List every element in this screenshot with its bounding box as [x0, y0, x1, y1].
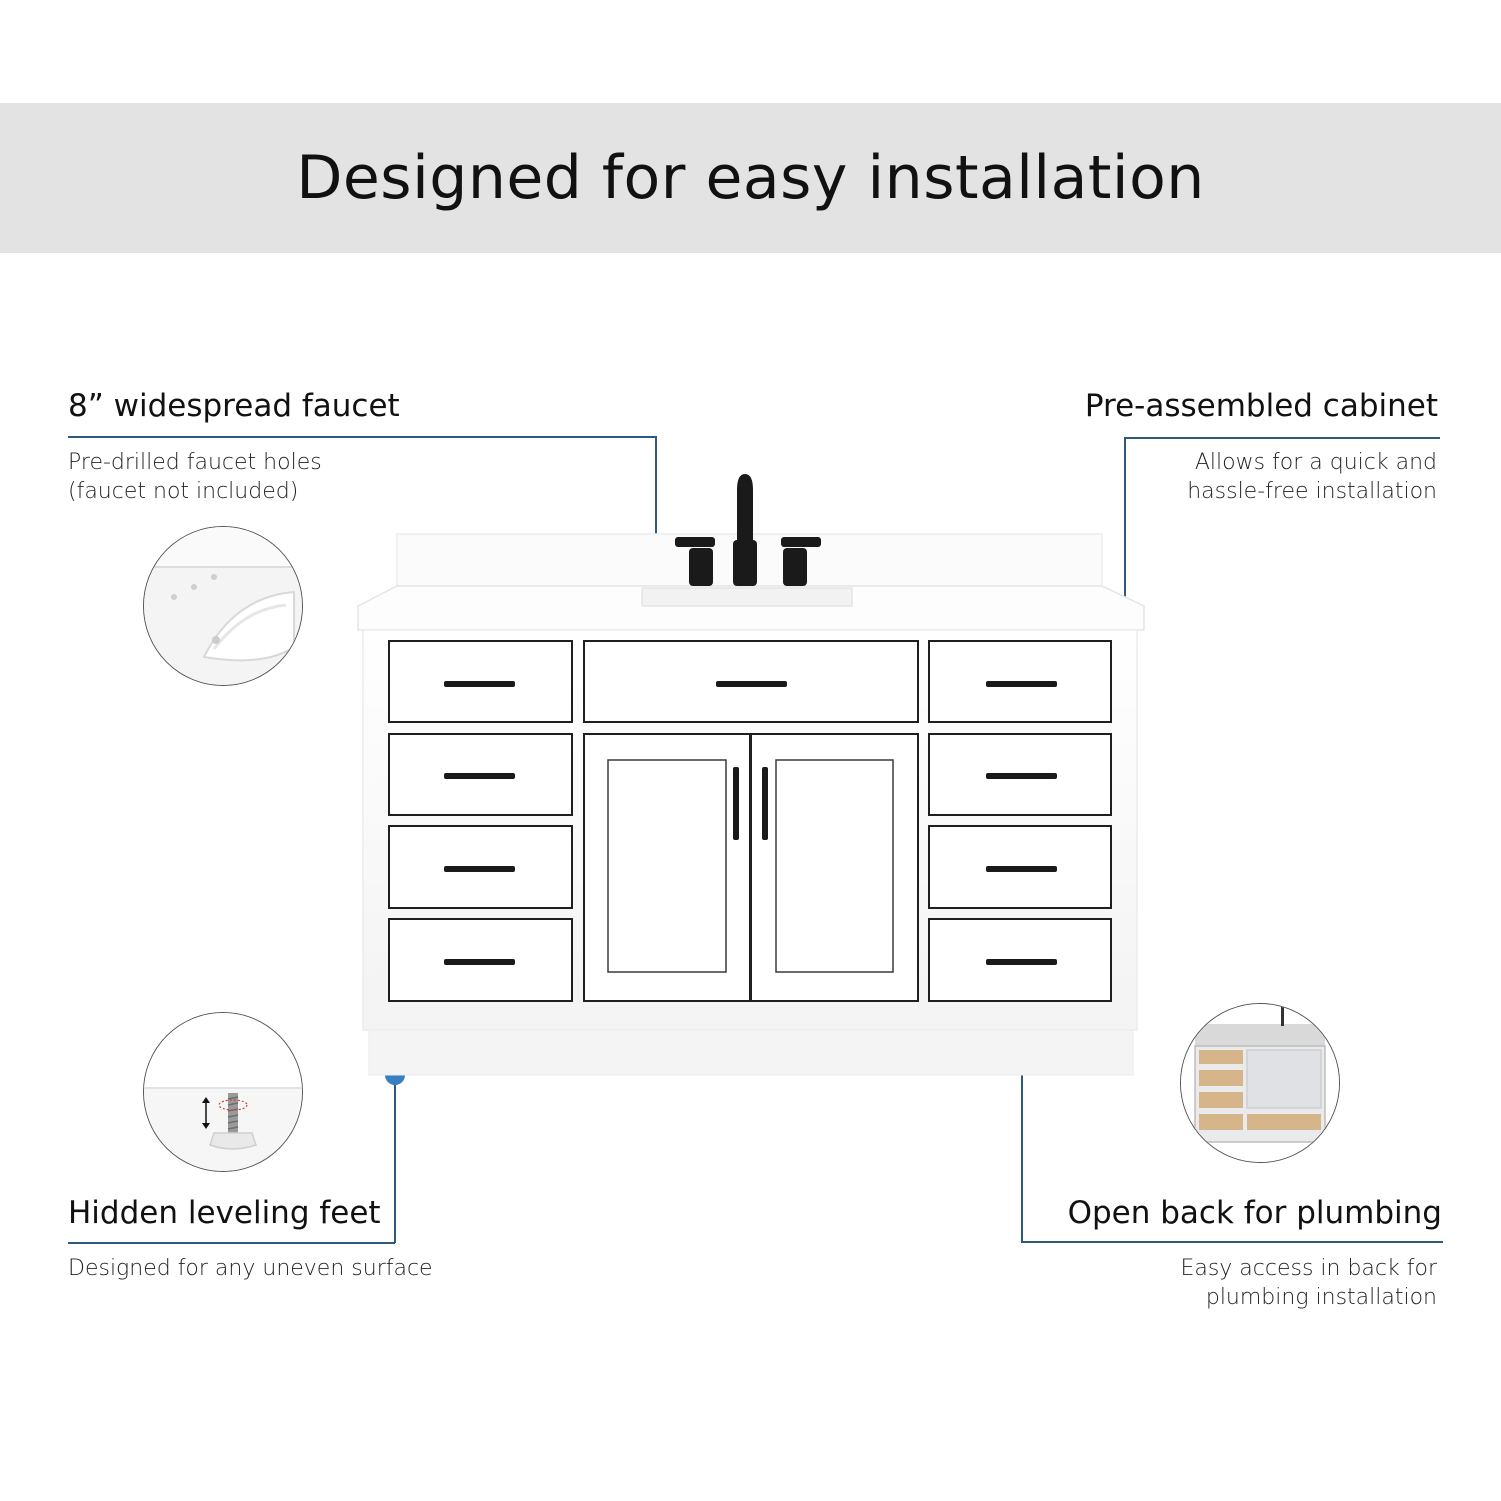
faucet-callout-line-1: Pre-drilled faucet holes	[68, 450, 322, 475]
cabinet-back-icon	[1181, 1004, 1339, 1162]
title-banner: Designed for easy installation	[0, 103, 1501, 253]
plumbing-callout-rule	[1021, 1241, 1443, 1243]
door-left	[583, 733, 751, 1002]
cabinet-callout-line-1: Allows for a quick and	[1194, 450, 1437, 475]
feet-leader-line	[394, 1075, 396, 1243]
countertop	[357, 585, 1145, 631]
drawer-left-4	[388, 918, 573, 1002]
sink-detail-icon	[144, 527, 302, 685]
faucet-leader-line	[655, 436, 657, 582]
faucet-callout-rule	[68, 436, 656, 438]
sink-opening	[641, 587, 853, 607]
feet-callout-rule	[68, 1242, 395, 1244]
plumbing-callout-title: Open back for plumbing	[1067, 1195, 1442, 1231]
feet-callout-line-1: Designed for any uneven surface	[68, 1256, 433, 1281]
toe-kick	[368, 1029, 1134, 1076]
feet-callout-title: Hidden leveling feet	[68, 1195, 381, 1231]
door-right	[750, 733, 919, 1002]
cabinet-back-circle	[1180, 1003, 1340, 1163]
faucet-callout-line-2: (faucet not included)	[68, 479, 299, 504]
page-title: Designed for easy installation	[296, 143, 1205, 213]
cabinet-callout-rule	[1124, 437, 1440, 439]
sink-detail-circle	[143, 526, 303, 686]
faucet-icon	[675, 474, 821, 586]
plumbing-callout-description: Easy access in back for plumbing install…	[1180, 1254, 1437, 1312]
cabinet-callout-title: Pre-assembled cabinet	[1084, 388, 1438, 424]
feet-callout-description: Designed for any uneven surface	[68, 1254, 433, 1283]
plumbing-callout-line-1: Easy access in back for	[1180, 1256, 1437, 1281]
plumbing-callout-line-2: plumbing installation	[1205, 1285, 1437, 1310]
cabinet-callout-line-2: hassle-free installation	[1187, 479, 1437, 504]
faucet-callout-description: Pre-drilled faucet holes (faucet not inc…	[68, 448, 322, 506]
plumbing-leader-line	[1021, 940, 1023, 1242]
cabinet-leader-line	[1124, 437, 1126, 682]
cabinet-callout-description: Allows for a quick and hassle-free insta…	[1187, 448, 1437, 506]
faucet-callout-title: 8” widespread faucet	[68, 388, 400, 424]
